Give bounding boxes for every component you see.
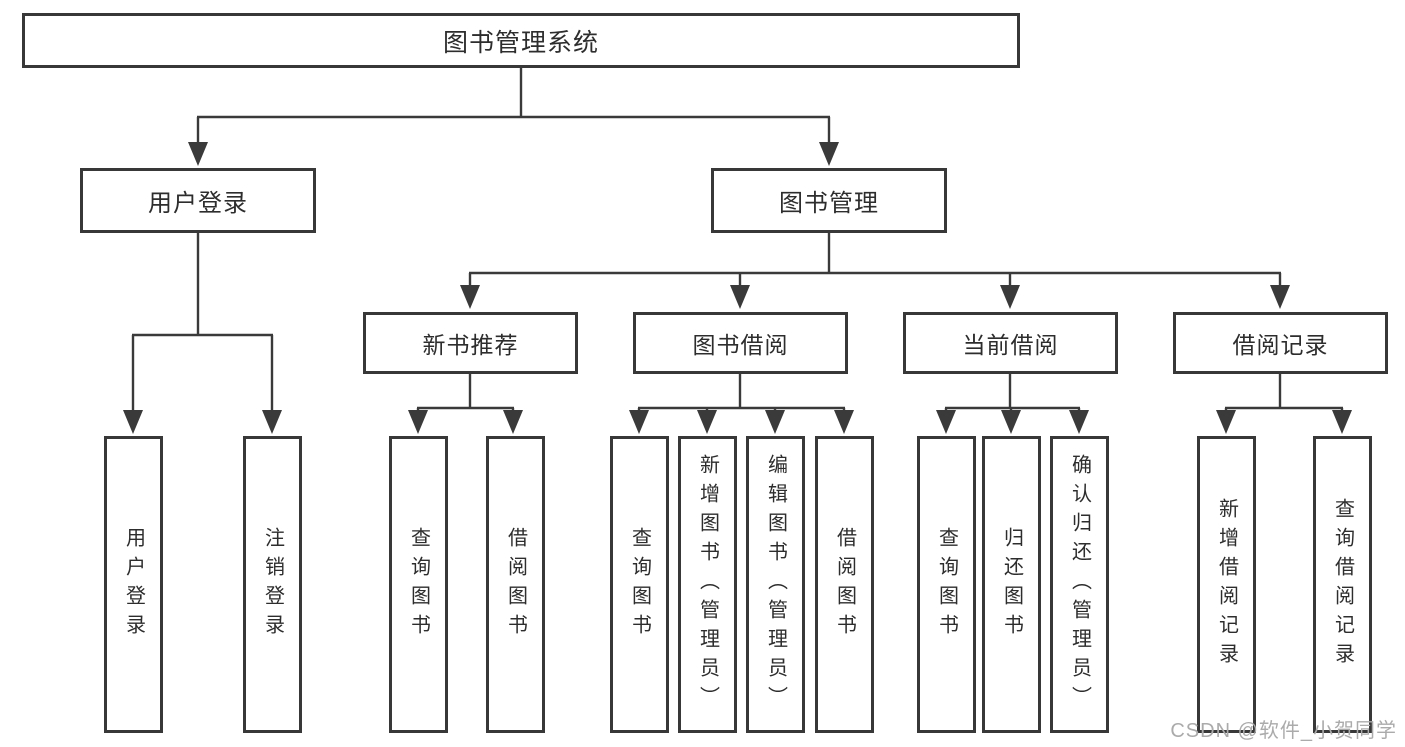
leaf-label: 归还图书 [1000, 526, 1023, 643]
node-book-management: 图书管理 [711, 168, 947, 233]
node-user-login: 用户登录 [80, 168, 316, 233]
leaf-cb-return-books: 归还图书 [982, 436, 1041, 733]
leaf-label: 确认归还（管理员） [1068, 454, 1091, 715]
node-book-borrow: 图书借阅 [633, 312, 848, 374]
leaf-label: 用户登录 [122, 526, 145, 643]
leaf-bb-borrow-books: 借阅图书 [815, 436, 874, 733]
leaf-label: 借阅图书 [504, 526, 527, 643]
leaf-label: 查询图书 [407, 526, 430, 643]
leaf-label: 新增图书（管理员） [696, 454, 719, 715]
leaf-bb-query-books: 查询图书 [610, 436, 669, 733]
leaf-label: 查询图书 [935, 526, 958, 643]
leaf-cb-query-books: 查询图书 [917, 436, 976, 733]
leaf-bb-edit-book-admin: 编辑图书（管理员） [746, 436, 805, 733]
csdn-watermark: CSDN @软件_小贺同学 [1170, 720, 1397, 742]
node-current-borrow: 当前借阅 [903, 312, 1118, 374]
node-root-system: 图书管理系统 [22, 13, 1020, 68]
node-borrow-records: 借阅记录 [1173, 312, 1388, 374]
leaf-user-login: 用户登录 [104, 436, 163, 733]
leaf-br-add-record: 新增借阅记录 [1197, 436, 1256, 733]
leaf-bb-add-book-admin: 新增图书（管理员） [678, 436, 737, 733]
leaf-nb-query-books: 查询图书 [389, 436, 448, 733]
leaf-label: 注销登录 [261, 526, 284, 643]
leaf-cb-confirm-return-admin: 确认归还（管理员） [1050, 436, 1109, 733]
leaf-label: 借阅图书 [833, 526, 856, 643]
leaf-logout-login: 注销登录 [243, 436, 302, 733]
leaf-label: 编辑图书（管理员） [764, 454, 787, 715]
leaf-nb-borrow-books: 借阅图书 [486, 436, 545, 733]
leaf-label: 查询借阅记录 [1331, 497, 1354, 672]
leaf-label: 查询图书 [628, 526, 651, 643]
node-new-book-recommend: 新书推荐 [363, 312, 578, 374]
leaf-label: 新增借阅记录 [1215, 497, 1238, 672]
leaf-br-query-record: 查询借阅记录 [1313, 436, 1372, 733]
